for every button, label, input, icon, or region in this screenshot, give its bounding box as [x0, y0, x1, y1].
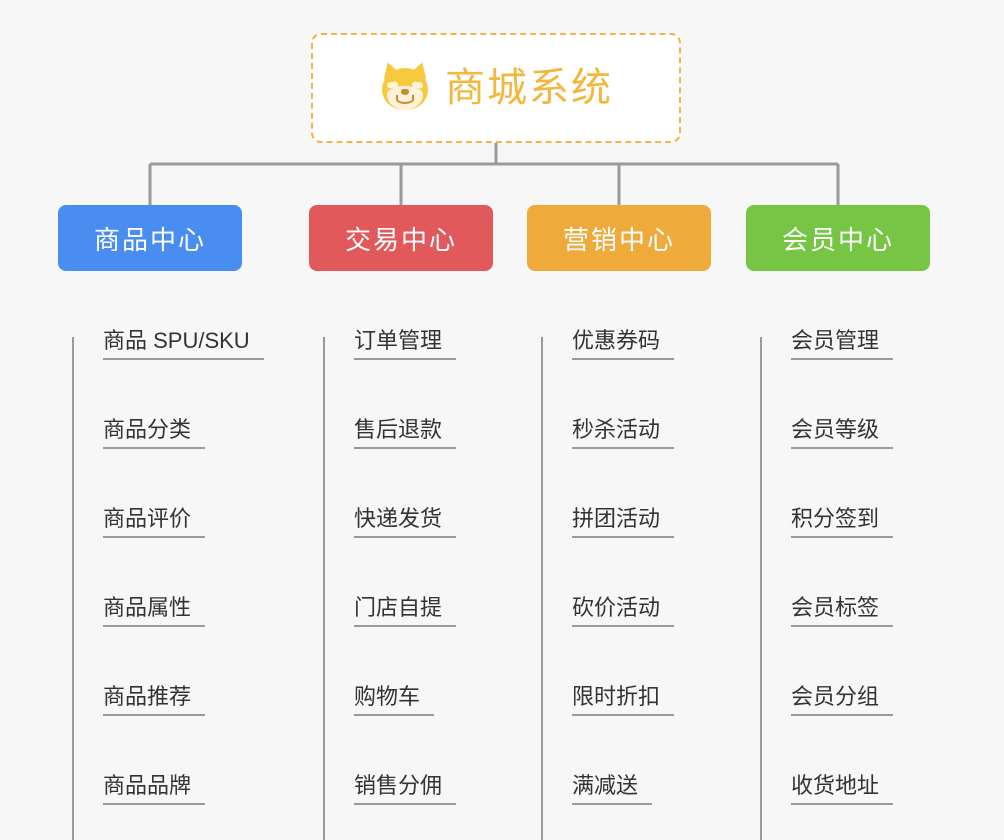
category-header-2[interactable]: 交易中心 [309, 205, 493, 271]
leaf-item[interactable]: 购物车 [309, 627, 493, 716]
leaf-item[interactable]: 限时折扣 [527, 627, 711, 716]
leaf-item-label: 商品评价 [103, 506, 206, 538]
leaf-item-label: 商品推荐 [103, 684, 206, 716]
leaf-item-label: 会员分组 [791, 684, 894, 716]
leaf-item-label: 积分签到 [791, 506, 894, 538]
leaf-item[interactable]: 收货地址 [746, 716, 930, 805]
leaf-item-label: 商品 SPU/SKU [103, 328, 264, 360]
category-column-1: 商品中心商品 SPU/SKU 商品分类商品评价商品属性商品推荐商品品牌 [58, 205, 264, 840]
leaf-item[interactable]: 快递发货 [309, 449, 493, 538]
category-column-2: 交易中心订单管理售后退款快递发货门店自提购物车销售分佣 [309, 205, 493, 840]
leaf-item[interactable]: 售后退款 [309, 360, 493, 449]
leaf-list-2: 订单管理售后退款快递发货门店自提购物车销售分佣 [309, 271, 493, 840]
leaf-item-label: 会员等级 [791, 417, 894, 449]
leaf-item[interactable]: 商品推荐 [58, 627, 242, 716]
leaf-item[interactable]: 积分签到 [746, 449, 930, 538]
leaf-item[interactable]: 商品分类 [58, 360, 242, 449]
leaf-item-label: 商品属性 [103, 595, 206, 627]
leaf-list-1: 商品 SPU/SKU 商品分类商品评价商品属性商品推荐商品品牌 [58, 271, 264, 840]
leaf-item-label: 会员标签 [791, 595, 894, 627]
leaf-item-label: 满减送 [572, 773, 653, 805]
leaf-item[interactable]: 优惠券码 [527, 271, 711, 360]
shiba-dog-face-icon [379, 59, 431, 114]
leaf-item[interactable]: 会员分组 [746, 627, 930, 716]
category-header-4[interactable]: 会员中心 [746, 205, 930, 271]
leaf-item[interactable]: 砍价活动 [527, 538, 711, 627]
leaf-item[interactable]: 销售分佣 [309, 716, 493, 805]
leaf-item-label: 购物车 [354, 684, 435, 716]
category-header-3[interactable]: 营销中心 [527, 205, 711, 271]
leaf-item[interactable]: 订单管理 [309, 271, 493, 360]
leaf-item-label: 销售分佣 [354, 773, 457, 805]
column-spine-1 [72, 337, 74, 840]
category-column-4: 会员中心会员管理会员等级积分签到会员标签会员分组收货地址 [746, 205, 930, 840]
leaf-item[interactable]: 拼团活动 [527, 449, 711, 538]
leaf-item-label: 订单管理 [354, 328, 457, 360]
leaf-item[interactable]: 商品 SPU/SKU [58, 271, 264, 360]
category-header-1[interactable]: 商品中心 [58, 205, 242, 271]
leaf-item-label: 限时折扣 [572, 684, 675, 716]
category-column-3: 营销中心优惠券码秒杀活动拼团活动砍价活动限时折扣满减送 [527, 205, 711, 840]
leaf-list-3: 优惠券码秒杀活动拼团活动砍价活动限时折扣满减送 [527, 271, 711, 840]
leaf-item-label: 拼团活动 [572, 506, 675, 538]
leaf-item-label: 商品品牌 [103, 773, 206, 805]
leaf-item[interactable]: 秒杀活动 [527, 360, 711, 449]
leaf-item-label: 优惠券码 [572, 328, 675, 360]
leaf-item-label: 售后退款 [354, 417, 457, 449]
leaf-item[interactable]: 会员管理 [746, 271, 930, 360]
leaf-item-label: 收货地址 [791, 773, 894, 805]
root-title: 商城系统 [445, 66, 613, 110]
leaf-item[interactable]: 门店自提 [309, 538, 493, 627]
root-node[interactable]: 商城系统 [311, 33, 681, 143]
leaf-item[interactable]: 商品品牌 [58, 716, 242, 805]
leaf-item-label: 砍价活动 [572, 595, 675, 627]
leaf-item[interactable]: 满减送 [527, 716, 711, 805]
column-spine-2 [323, 337, 325, 840]
leaf-item[interactable]: 会员标签 [746, 538, 930, 627]
leaf-item[interactable]: 会员等级 [746, 360, 930, 449]
leaf-item-label: 门店自提 [354, 595, 457, 627]
leaf-item-label: 商品分类 [103, 417, 206, 449]
column-spine-4 [760, 337, 762, 840]
leaf-item-label: 秒杀活动 [572, 417, 675, 449]
leaf-item[interactable]: 商品评价 [58, 449, 242, 538]
leaf-item[interactable]: 商品属性 [58, 538, 242, 627]
leaf-item-label: 快递发货 [354, 506, 457, 538]
leaf-list-4: 会员管理会员等级积分签到会员标签会员分组收货地址 [746, 271, 930, 840]
leaf-item-label: 会员管理 [791, 328, 894, 360]
column-spine-3 [541, 337, 543, 840]
